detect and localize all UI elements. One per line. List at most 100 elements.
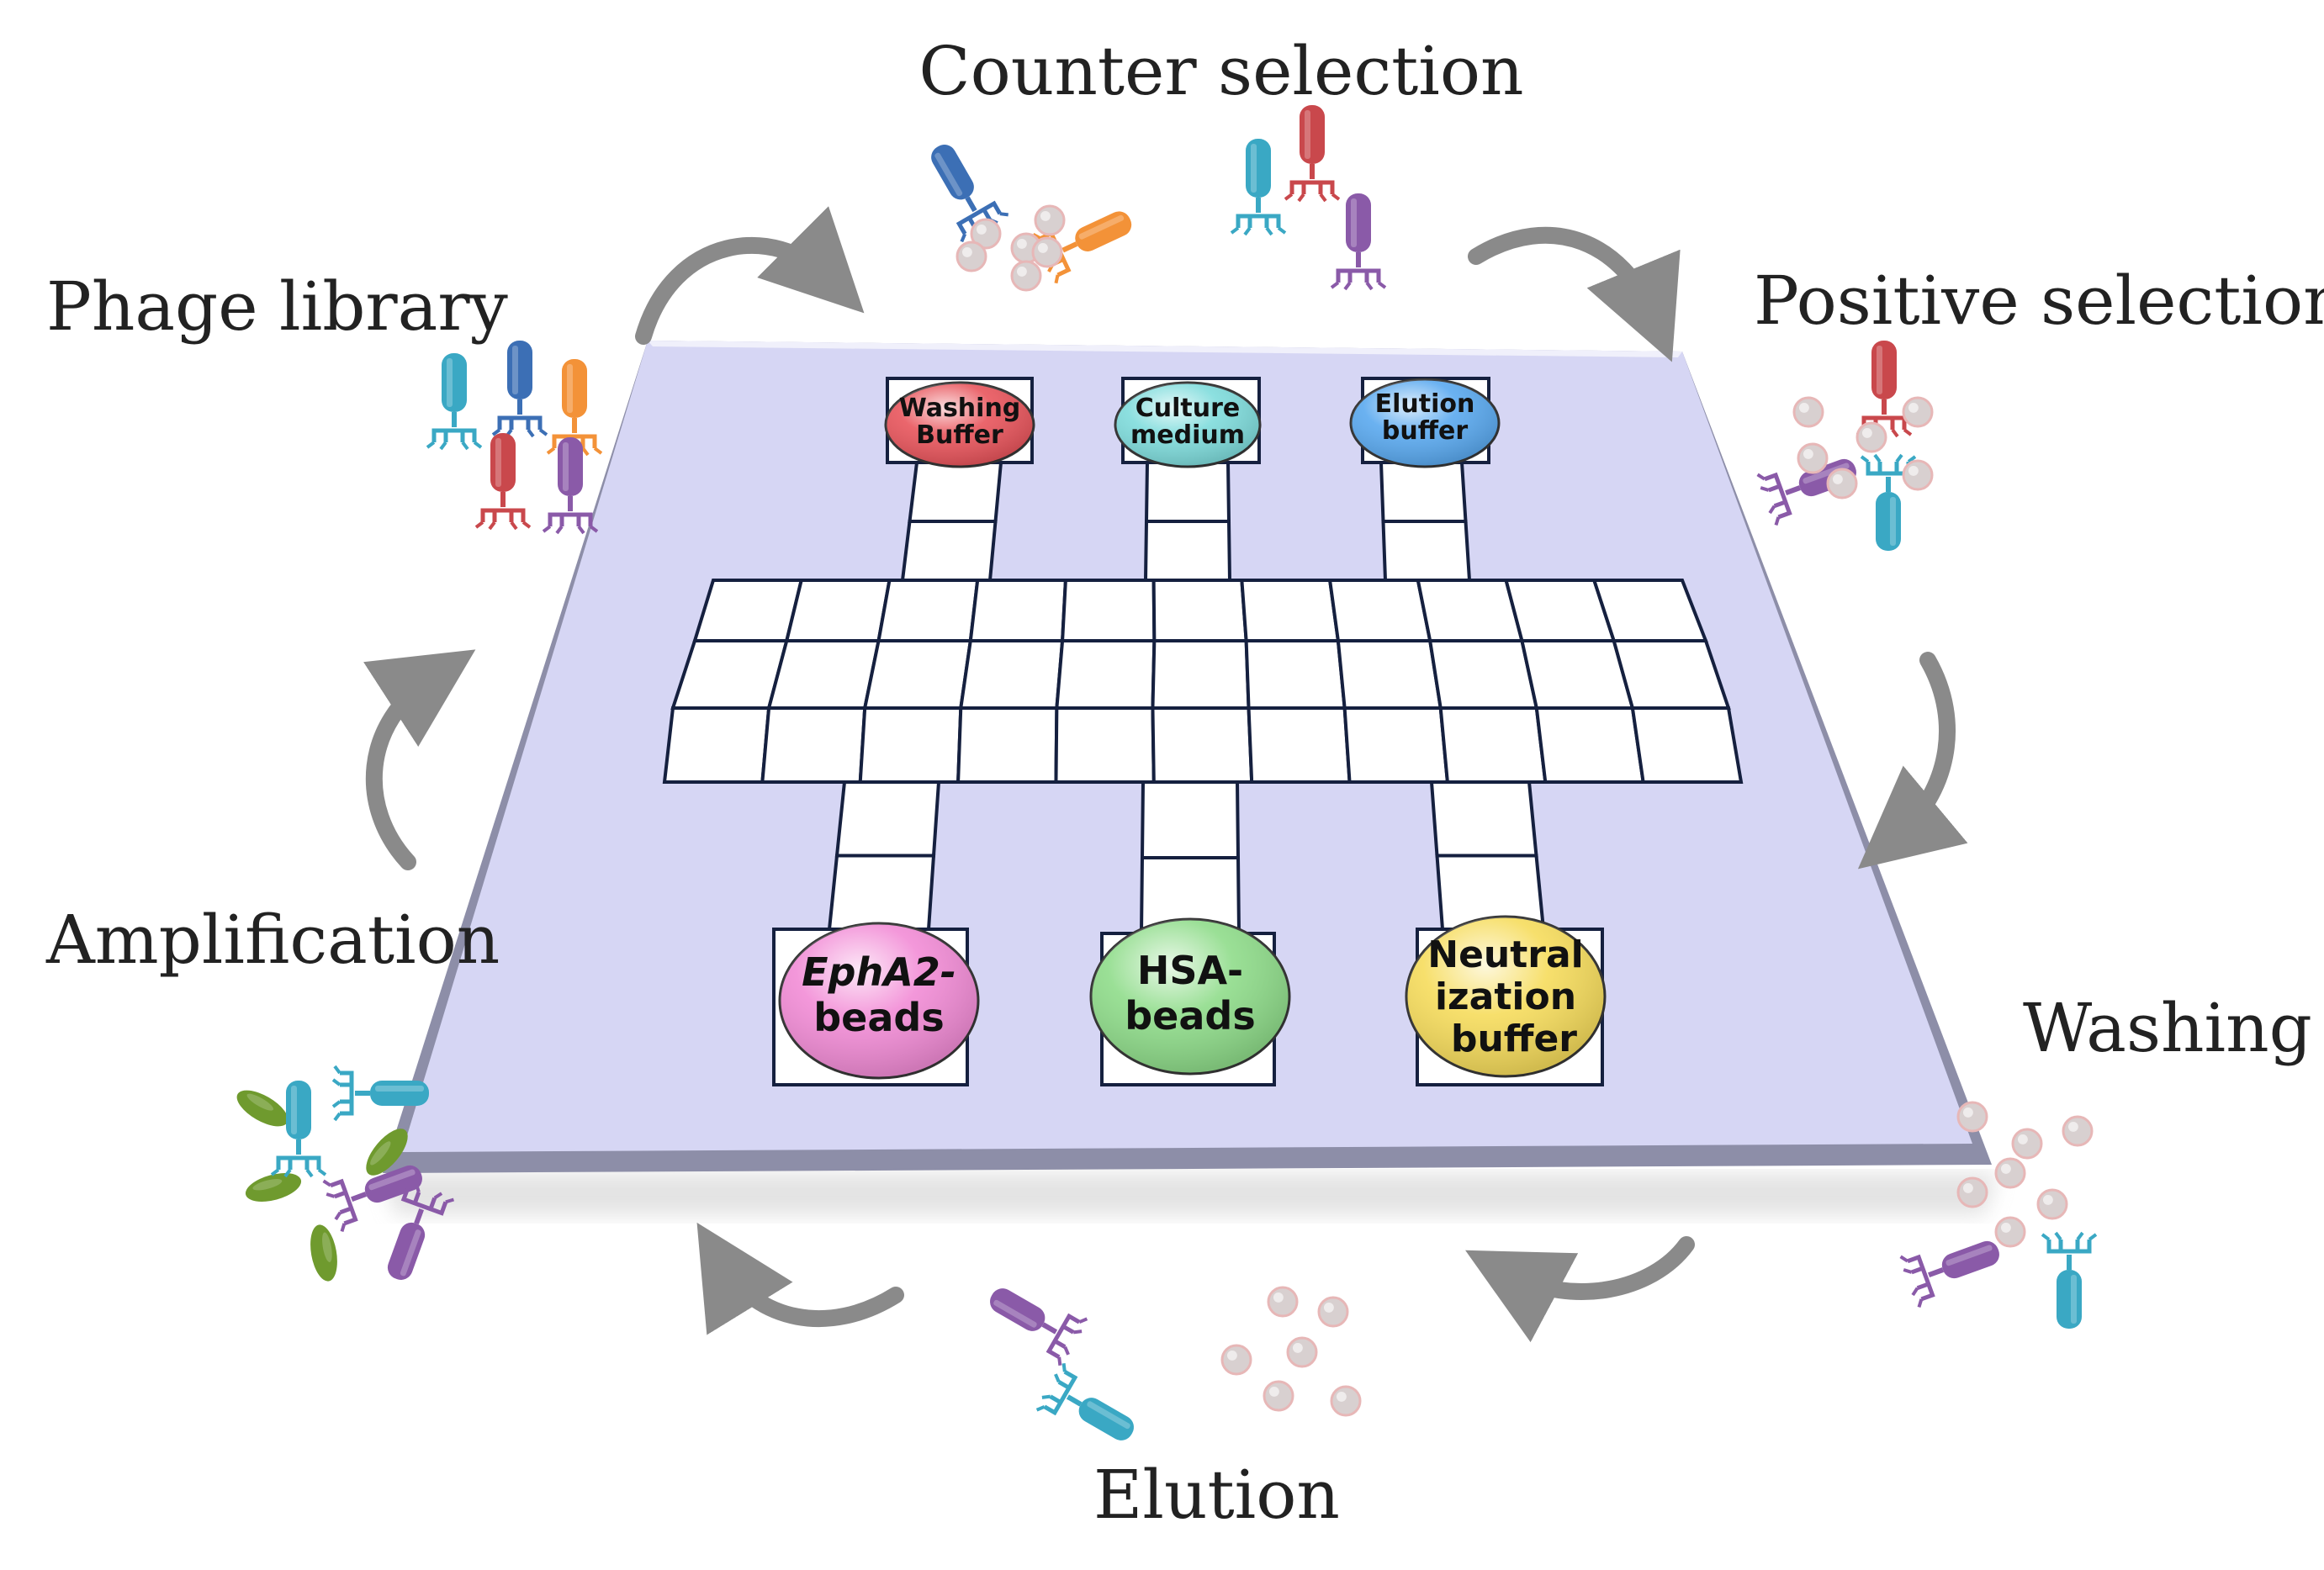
phage-icon [1035, 1363, 1134, 1440]
grid-cell [1247, 706, 1352, 784]
grid-cell [670, 639, 789, 710]
phage-icon [931, 145, 1008, 243]
bead-icon [1956, 1101, 1988, 1133]
stage-label-elution: Elution [1093, 1456, 1340, 1534]
bead-icon [1330, 1385, 1362, 1417]
phage-icon [2041, 1231, 2098, 1329]
bead-icon [1286, 1336, 1318, 1368]
arrow-amplification-to-library [363, 649, 476, 870]
grid-cell [1060, 579, 1157, 642]
svg-text:beads: beads [1125, 993, 1255, 1039]
grid-cell [692, 579, 804, 642]
phage-icon [1899, 1240, 1999, 1308]
bacteria-icon [245, 1173, 302, 1202]
phage-icon [990, 1288, 1088, 1366]
stage-label-washing: Washing [2023, 989, 2312, 1067]
svg-text:EphA2-: EphA2- [802, 949, 956, 995]
phage-icon [1284, 105, 1341, 203]
grid-cell [1438, 706, 1548, 784]
arrow-elution-to-amplification [696, 1222, 904, 1335]
bead-icon [1792, 396, 1824, 428]
reservoir-neutralization-buffer: Neutral ization buffer [1405, 915, 1607, 1086]
bead-icon [1994, 1157, 2026, 1189]
phage-icon [491, 341, 548, 438]
arrow-washing-to-elution [1465, 1236, 1695, 1343]
grid-cell [1151, 706, 1254, 784]
channel-cell [908, 461, 1003, 523]
channel-cell [1381, 520, 1472, 582]
grid-cell [1327, 579, 1432, 642]
bead-icon [1034, 204, 1066, 236]
reservoir-epha2-beads: EphA2- beads [772, 922, 980, 1086]
phage-icon [1330, 193, 1387, 291]
channel-cell [900, 520, 998, 582]
bead-icon [970, 218, 1002, 250]
bead-icon [2062, 1115, 2094, 1147]
channel-cell [1143, 520, 1232, 582]
channel-cell [834, 780, 941, 858]
reservoir-washing-buffer: Washing Buffer [884, 377, 1035, 468]
stage-label-counter-selection: Counter selection [918, 32, 1523, 110]
reservoir-hsa-beads: HSA- beads [1089, 917, 1291, 1086]
stage-label-amplification: Amplification [45, 901, 500, 979]
bead-icon [1263, 1380, 1294, 1412]
svg-text:Culture: Culture [1136, 394, 1241, 423]
svg-text:beads: beads [813, 995, 944, 1040]
arrow-library-to-counter [635, 206, 865, 345]
stage-label-positive-selection: Positive selection [1754, 262, 2324, 340]
bead-icon [1267, 1286, 1299, 1318]
grid-cell [1151, 639, 1251, 710]
svg-text:Neutral: Neutral [1427, 933, 1584, 976]
grid-cell [958, 639, 1065, 710]
arrow-counter-to-positive [1468, 226, 1681, 362]
arrow-positive-to-washing [1857, 652, 1968, 870]
bacteria-icon [310, 1224, 337, 1282]
bead-icon [1902, 459, 1934, 491]
grid-cell [1427, 639, 1539, 710]
bead-icon [1797, 442, 1829, 474]
grid-cell [1534, 706, 1645, 784]
grid-cell [1054, 706, 1156, 784]
svg-text:ization: ization [1435, 975, 1576, 1018]
svg-text:Washing: Washing [899, 394, 1021, 423]
grid-cell [1240, 579, 1341, 642]
grid-cell [862, 639, 973, 710]
grid-cell [1630, 706, 1744, 784]
bead-icon [1855, 421, 1887, 453]
svg-text:medium: medium [1130, 420, 1245, 450]
bead-icon [2036, 1188, 2068, 1220]
channel-cell [1429, 780, 1538, 858]
phage-icon [1860, 453, 1917, 551]
grid-cell [1244, 639, 1347, 710]
channel-cell [1379, 461, 1468, 523]
phage-icon [542, 437, 599, 535]
bead-icon [1994, 1216, 2026, 1248]
grid-cell [760, 706, 867, 784]
decorations [236, 105, 2098, 1440]
cycle-arrows [363, 206, 1968, 1343]
phage-icon [1855, 341, 1913, 438]
grid-cell [876, 579, 980, 642]
svg-text:Buffer: Buffer [916, 420, 1003, 450]
bead-icon [1317, 1296, 1349, 1328]
phage-icon [474, 433, 532, 531]
bacteria-icon [236, 1090, 289, 1127]
grid-cell [1151, 579, 1248, 642]
channel-cell [827, 854, 936, 931]
grid-cell [662, 706, 771, 784]
grid-cell [858, 706, 963, 784]
svg-text:HSA-: HSA- [1137, 948, 1243, 993]
phage-icon [387, 1180, 455, 1280]
bead-icon [1902, 396, 1934, 428]
bead-icon [1826, 468, 1858, 500]
bead-icon [1031, 236, 1063, 268]
channel-cell [1144, 461, 1231, 523]
phage-icon [331, 1065, 429, 1122]
phage-icon [322, 1165, 422, 1233]
reservoir-elution-buffer: Elution buffer [1349, 377, 1501, 468]
grid-cell [784, 579, 892, 642]
phage-icon [1230, 139, 1287, 236]
bead-icon [956, 241, 987, 272]
microfluidic-grid [662, 461, 1744, 935]
